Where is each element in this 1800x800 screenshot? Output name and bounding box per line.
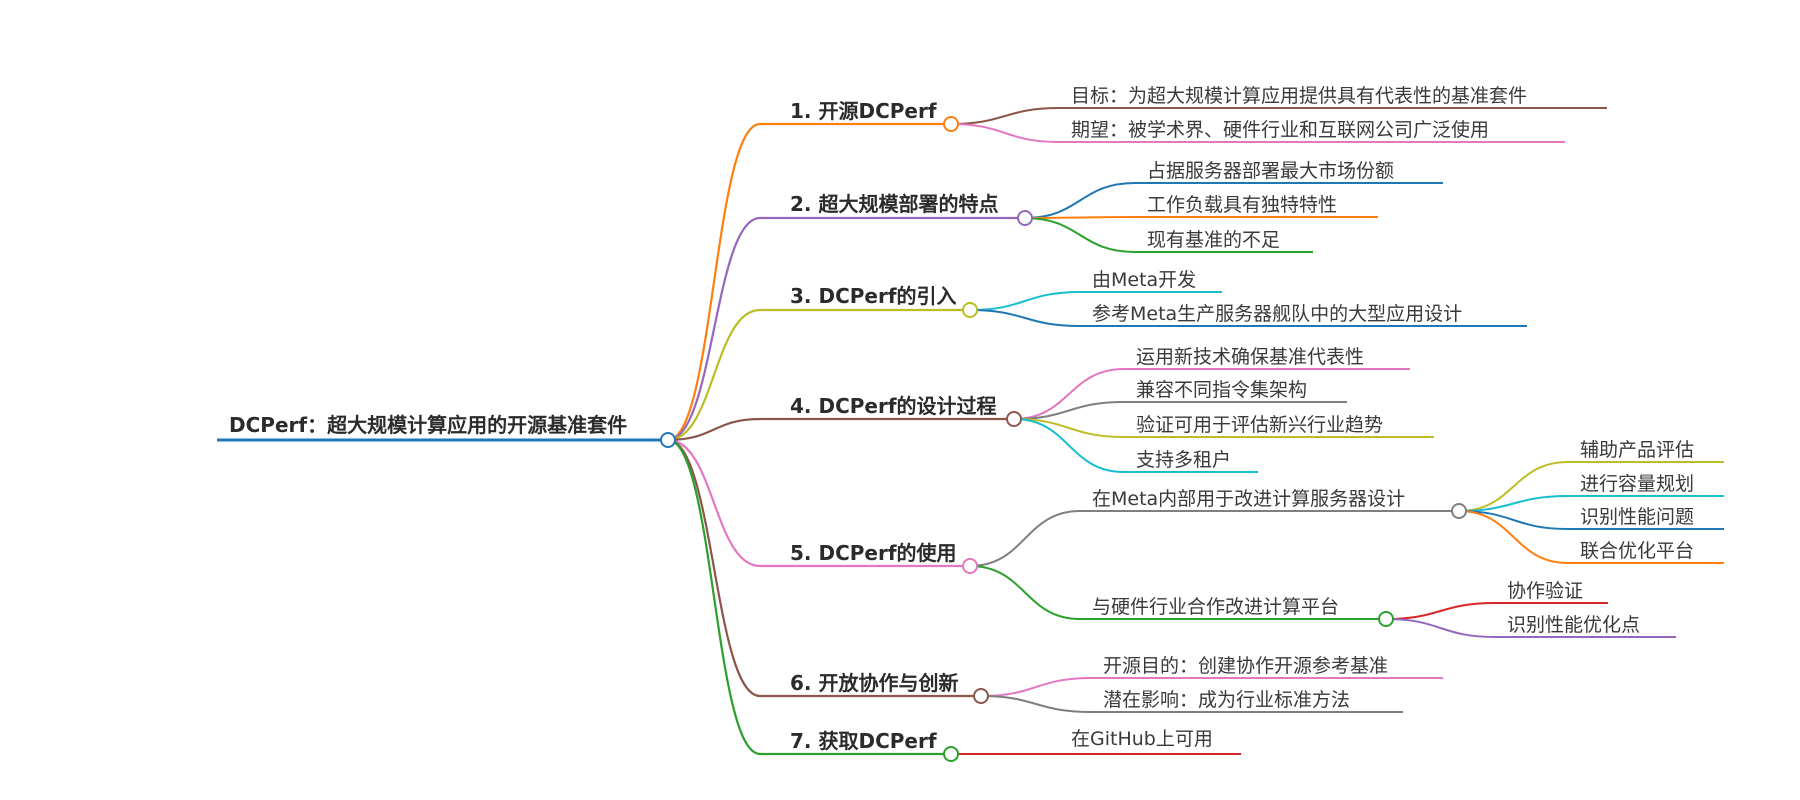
subleaf-edge-5-2-2 [1385,618,1496,638]
subleaf-label-5-1-1: 辅助产品评估 [1580,439,1694,461]
leaf-edge-6-2 [980,695,1092,713]
collapse-toggle-branch-7[interactable] [943,746,959,762]
mindmap-edges [667,107,1569,756]
leaf-edge-1-2 [950,123,1060,143]
collapse-toggle-branch-3[interactable] [962,302,978,318]
leaf-label-5-2: 与硬件行业合作改进计算平台 [1092,596,1339,618]
leaf-label-2-2: 工作负载具有独特特性 [1147,194,1337,216]
leaf-edge-6-1 [980,677,1092,697]
leaf-label-2-1: 占据服务器部署最大市场份额 [1147,160,1394,182]
mindmap-dots [660,116,1467,762]
branch-edge-6 [667,438,761,698]
leaf-label-3-2: 参考Meta生产服务器舰队中的大型应用设计 [1092,303,1462,325]
leaf-label-4-1: 运用新技术确保基准代表性 [1136,346,1364,368]
subleaf-edge-5-1-2 [1458,495,1569,512]
subleaf-edge-5-1-4 [1458,510,1569,564]
leaf-label-4-2: 兼容不同指令集架构 [1136,379,1307,401]
subleaf-label-5-1-3: 识别性能问题 [1580,506,1694,528]
branch-edge-3 [667,308,761,442]
collapse-toggle-root[interactable] [660,432,676,448]
leaf-label-1-2: 期望：被学术界、硬件行业和互联网公司广泛使用 [1071,119,1489,141]
mindmap-labels: DCPerf：超大规模计算应用的开源基准套件 1. 开源DCPerf 目标：为超大规… [229,85,1694,753]
leaf-edge-4-3 [1013,418,1125,438]
leaf-edge-5-1 [969,510,1081,567]
branch-label-7: 7. 获取DCPerf [790,729,937,753]
leaf-edge-4-1 [1013,368,1125,420]
subleaf-edge-5-1-3 [1458,510,1569,530]
leaf-label-4-4: 支持多租户 [1136,449,1231,471]
branch-label-2: 2. 超大规模部署的特点 [790,192,998,216]
leaf-edge-3-1 [969,291,1081,311]
collapse-toggle-branch-5[interactable] [962,558,978,574]
collapse-toggle-5-2[interactable] [1378,611,1394,627]
branch-label-6: 6. 开放协作与创新 [790,671,958,695]
collapse-toggle-branch-1[interactable] [943,116,959,132]
collapse-toggle-branch-2[interactable] [1017,210,1033,226]
subleaf-label-5-1-4: 联合优化平台 [1580,540,1694,562]
branch-edge-1 [667,122,761,442]
leaf-label-5-1: 在Meta内部用于改进计算服务器设计 [1092,488,1405,510]
leaf-label-4-3: 验证可用于评估新兴行业趋势 [1136,414,1383,436]
branch-label-5: 5. DCPerf的使用 [790,541,957,565]
leaf-edge-3-2 [969,309,1081,327]
branch-edge-2 [667,216,761,442]
branch-edge-4 [667,417,761,442]
collapse-toggle-branch-6[interactable] [973,688,989,704]
branch-label-4: 4. DCPerf的设计过程 [790,394,997,418]
leaf-edge-2-3 [1024,217,1136,253]
branch-label-3: 3. DCPerf的引入 [790,284,957,308]
leaf-edge-4-4 [1013,418,1125,473]
leaf-label-1-1: 目标：为超大规模计算应用提供具有代表性的基准套件 [1071,85,1527,107]
leaf-edge-2-1 [1024,182,1136,219]
leaf-edge-5-2 [969,565,1081,620]
root-label: DCPerf：超大规模计算应用的开源基准套件 [229,413,627,437]
subleaf-label-5-1-2: 进行容量规划 [1580,473,1694,495]
collapse-toggle-5-1[interactable] [1451,503,1467,519]
leaf-label-6-1: 开源目的：创建协作开源参考基准 [1103,655,1388,677]
branch-label-1: 1. 开源DCPerf [790,99,937,123]
subleaf-label-5-2-1: 协作验证 [1507,580,1583,602]
mindmap-underlines [217,107,1724,756]
leaf-edge-4-2 [1013,401,1125,420]
leaf-label-6-2: 潜在影响：成为行业标准方法 [1103,689,1350,711]
leaf-edge-2-2 [1024,216,1136,219]
subleaf-edge-5-2-1 [1385,602,1496,620]
collapse-toggle-branch-4[interactable] [1006,411,1022,427]
subleaf-label-5-2-2: 识别性能优化点 [1507,614,1640,636]
leaf-label-3-1: 由Meta开发 [1092,269,1196,291]
subleaf-edge-5-1-1 [1458,461,1569,512]
leaf-edge-1-1 [950,107,1060,125]
branch-edge-7 [667,438,761,756]
branch-edge-5 [667,438,761,568]
leaf-label-2-3: 现有基准的不足 [1147,229,1280,251]
leaf-label-7-1: 在GitHub上可用 [1071,728,1213,750]
